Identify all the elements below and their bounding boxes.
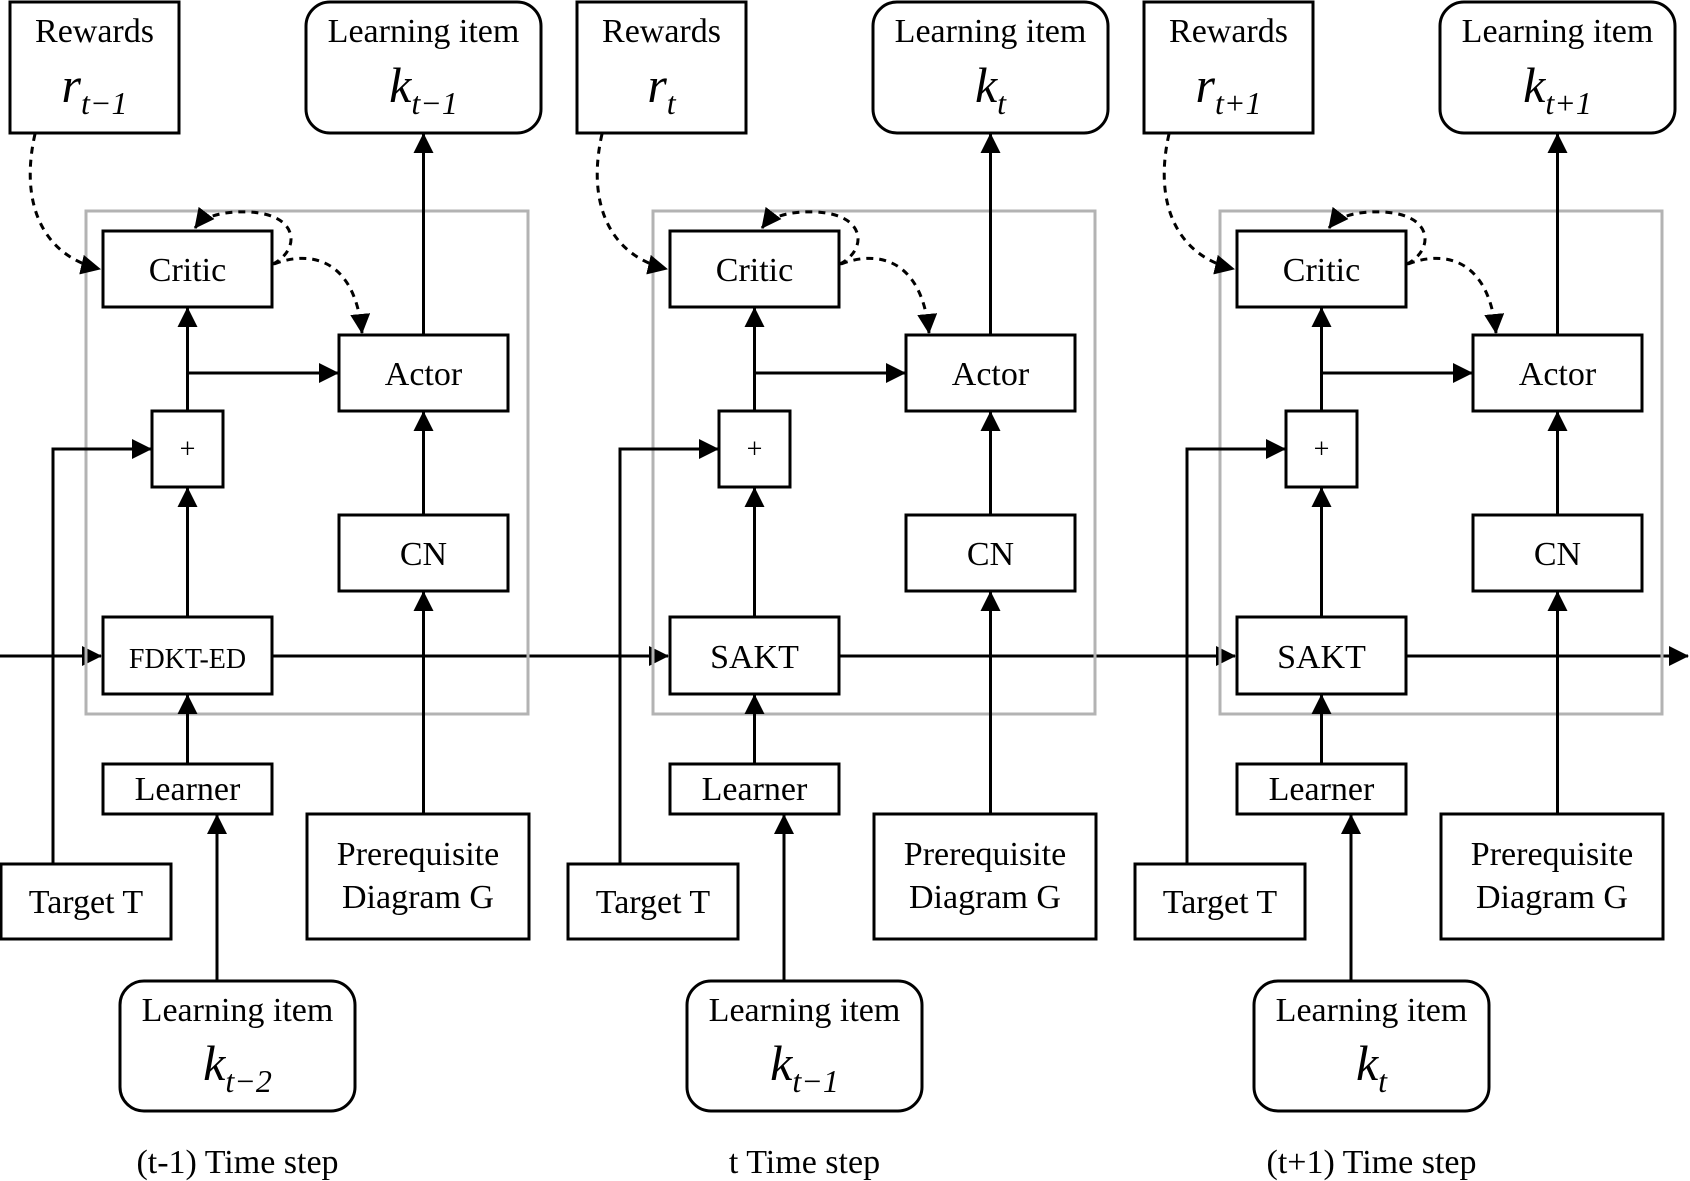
- input-learning-item-symbol: kt−1: [770, 1035, 839, 1099]
- cn-label: CN: [400, 536, 447, 573]
- agent-frame: [1218, 209, 1664, 716]
- rewards-label: Rewards: [1169, 13, 1288, 50]
- reward-symbol: rt+1: [1196, 57, 1262, 121]
- time-step-panel-3: Rewards rt+1 Learning item kt+1 Critic A…: [1133, 0, 1677, 1181]
- critic-label: Critic: [149, 252, 226, 289]
- reward-symbol: rt: [647, 57, 676, 121]
- rewards-box: [575, 0, 748, 135]
- kt-model-box: [101, 615, 274, 696]
- cn-label: CN: [1534, 536, 1581, 573]
- target-label: Target T: [596, 884, 711, 921]
- output-learning-item-symbol: kt+1: [1523, 57, 1592, 121]
- arrow-rewards-to-critic: [595, 133, 668, 275]
- arrow-critic-to-actor: [840, 256, 938, 334]
- input-learning-item-symbol: kt−2: [203, 1035, 272, 1099]
- kt-model-label: SAKT: [1277, 639, 1366, 676]
- input-learning-item-label: Learning item: [709, 992, 901, 1029]
- cn-label: CN: [967, 536, 1014, 573]
- arrow-target-to-plus: [51, 439, 152, 864]
- output-learning-item-symbol: kt−1: [389, 57, 458, 121]
- output-learning-item-symbol: kt: [975, 57, 1007, 121]
- learner-box: [101, 762, 274, 816]
- time-step-panel-2: Rewards rt Learning item kt Critic Actor…: [566, 0, 1110, 1181]
- learner-box: [668, 762, 841, 816]
- prerequisite-label-line1: Prerequisite: [1471, 836, 1633, 873]
- arrow-critic-to-actor: [273, 256, 371, 334]
- prerequisite-label-line2: Diagram G: [909, 879, 1061, 916]
- rewards-label: Rewards: [35, 13, 154, 50]
- output-learning-item-label: Learning item: [895, 13, 1087, 50]
- input-learning-item-box: [118, 979, 357, 1113]
- input-learning-item-label: Learning item: [1276, 992, 1468, 1029]
- arrow-critic-self-loop: [193, 206, 293, 266]
- critic-box: [668, 229, 841, 309]
- actor-box: [1471, 333, 1644, 413]
- output-learning-item-label: Learning item: [1462, 13, 1654, 50]
- time-step-label: t Time step: [729, 1144, 880, 1181]
- target-box: [1133, 862, 1307, 941]
- input-learning-item-label: Learning item: [142, 992, 334, 1029]
- target-label: Target T: [29, 884, 144, 921]
- agent-frame: [84, 209, 530, 716]
- prerequisite-label-line1: Prerequisite: [337, 836, 499, 873]
- kt-model-label: FDKT-ED: [129, 644, 246, 675]
- time-step-label: (t+1) Time step: [1267, 1144, 1477, 1181]
- plus-label: +: [747, 434, 763, 465]
- arrow-critic-self-loop: [1327, 206, 1427, 266]
- prerequisite-box: [305, 812, 531, 941]
- agent-frame: [651, 209, 1097, 716]
- time-step-panel-1: Rewards rt−1 Learning item kt−1 Critic A…: [0, 0, 543, 1181]
- rewards-box: [1142, 0, 1315, 135]
- prerequisite-label-line1: Prerequisite: [904, 836, 1066, 873]
- actor-label: Actor: [952, 356, 1030, 393]
- prerequisite-label-line2: Diagram G: [342, 879, 494, 916]
- target-box: [566, 862, 740, 941]
- output-learning-item-label: Learning item: [328, 13, 520, 50]
- reward-symbol: rt−1: [62, 57, 128, 121]
- prerequisite-label-line2: Diagram G: [1476, 879, 1628, 916]
- target-label: Target T: [1163, 884, 1278, 921]
- cn-box: [904, 513, 1077, 593]
- kt-model-label: SAKT: [710, 639, 799, 676]
- arrow-critic-self-loop: [760, 206, 860, 266]
- arrow-target-to-plus: [1185, 439, 1286, 864]
- actor-label: Actor: [385, 356, 463, 393]
- input-learning-item-box: [685, 979, 924, 1113]
- prerequisite-box: [872, 812, 1098, 941]
- arrow-critic-to-actor: [1407, 256, 1505, 334]
- rewards-label: Rewards: [602, 13, 721, 50]
- learner-label: Learner: [702, 771, 808, 808]
- target-box: [0, 862, 173, 941]
- plus-label: +: [180, 434, 196, 465]
- input-learning-item-box: [1252, 979, 1491, 1113]
- critic-label: Critic: [716, 252, 793, 289]
- input-learning-item-symbol: kt: [1356, 1035, 1388, 1099]
- actor-label: Actor: [1519, 356, 1597, 393]
- arrow-rewards-to-critic: [1162, 133, 1235, 275]
- arrow-target-to-plus: [618, 439, 719, 864]
- arrow-rewards-to-critic: [28, 133, 101, 275]
- learner-label: Learner: [135, 771, 241, 808]
- critic-label: Critic: [1283, 252, 1360, 289]
- learner-label: Learner: [1269, 771, 1375, 808]
- rewards-box: [8, 0, 181, 135]
- prerequisite-box: [1439, 812, 1665, 941]
- time-step-label: (t-1) Time step: [136, 1144, 338, 1181]
- plus-label: +: [1314, 434, 1330, 465]
